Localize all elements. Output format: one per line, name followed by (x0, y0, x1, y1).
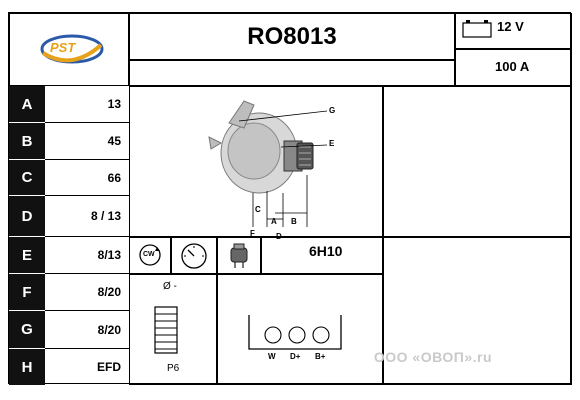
blank-cell (383, 86, 572, 237)
battery-icon (462, 20, 492, 38)
terminal-d-plus: D+ (290, 352, 301, 361)
row-label-b: B (9, 123, 45, 160)
connector-cell (217, 274, 383, 385)
row-value-g: 8/20 (45, 311, 129, 349)
row-label-f: F (9, 274, 45, 311)
connector-diagram (248, 315, 342, 350)
row-label-h: H (9, 349, 45, 385)
row-value-c: 66 (45, 160, 129, 196)
row-value-b: 45 (45, 123, 129, 160)
spec-sheet: PST RO8013 12 V 100 A A 13 B 45 C 66 D 8… (8, 12, 572, 385)
regulator-code-cell (261, 237, 383, 274)
regulator-icon (230, 243, 248, 268)
terminal-w: W (268, 352, 276, 361)
watermark: ООО «ОВОП».ru (373, 349, 492, 365)
diagram-label-e: E (329, 139, 335, 148)
spec-cell (455, 13, 572, 49)
row-label-c: C (9, 160, 45, 196)
pulley-type: P6 (167, 363, 180, 374)
terminal-b-plus: B+ (315, 352, 326, 361)
spec-cell-lower (455, 49, 572, 86)
row-label-g: G (9, 311, 45, 349)
rotation-icon (139, 244, 161, 266)
blank-cell-right (383, 237, 572, 385)
gauge-cell (171, 237, 217, 274)
diagram-label-c: C (255, 205, 261, 214)
row-value-a: 13 (45, 86, 129, 123)
current-value: 100 A (495, 59, 530, 74)
regulator-code: 6H10 (309, 243, 343, 259)
gauge-icon (181, 243, 207, 269)
row-value-e: 8/13 (45, 237, 129, 274)
alternator-diagram (208, 100, 328, 227)
diagram-label-a: A (271, 217, 277, 226)
row-label-e: E (9, 237, 45, 274)
diagram-cell (129, 86, 383, 237)
row-value-h: EFD (97, 360, 121, 374)
rotation-label: CW (143, 251, 155, 258)
diagram-label-g: G (329, 106, 336, 115)
diagram-label-b: B (291, 217, 297, 226)
regulator-icon-cell (217, 237, 261, 274)
part-number: RO8013 (247, 22, 337, 50)
row-label-a: A (9, 86, 45, 123)
brand-logo (40, 34, 104, 64)
logo-cell (9, 13, 129, 86)
logo-text: PST (50, 40, 76, 55)
diagram-label-f: F (250, 229, 255, 238)
row-value-f: 8/20 (45, 274, 129, 311)
title-subcell (129, 60, 455, 86)
voltage-value: 12 V (497, 19, 524, 34)
pulley-icon (154, 306, 178, 354)
rotation-cell (129, 237, 171, 274)
row-label-d: D (9, 196, 45, 237)
pulley-cell (129, 274, 217, 385)
title-cell (129, 13, 455, 60)
row-value-d: 8 / 13 (45, 196, 129, 237)
pulley-diameter: Ø - (163, 281, 177, 292)
diagram-label-d: D (276, 232, 282, 241)
